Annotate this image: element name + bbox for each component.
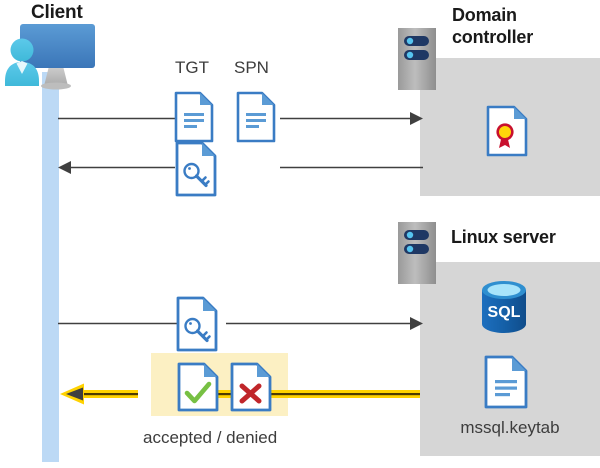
spn-label: SPN — [234, 58, 269, 77]
certificate-document-icon — [486, 105, 528, 157]
accepted-document-icon — [177, 362, 219, 412]
client-lifeline — [42, 72, 59, 462]
domain-controller-title-line1: Domain — [452, 5, 517, 25]
flow-arrow-client-to-linux — [58, 317, 423, 330]
sql-database-icon: SQL — [482, 281, 526, 333]
accepted-denied-caption: accepted / denied — [143, 428, 278, 447]
keytab-label: mssql.keytab — [460, 418, 560, 437]
service-ticket-key-document-icon — [176, 296, 218, 352]
domain-controller-title-line2: controller — [452, 27, 534, 47]
flow-arrow-client-to-dc — [58, 112, 423, 125]
spn-document-icon — [236, 91, 276, 143]
client-title: Client — [31, 2, 83, 23]
tgt-label: TGT — [175, 58, 209, 77]
client-icon — [5, 24, 95, 90]
server-rack-icon — [398, 28, 436, 90]
svg-text:SQL: SQL — [488, 304, 521, 321]
denied-document-icon — [230, 362, 272, 412]
server-rack-icon — [398, 222, 436, 284]
keytab-document-icon — [484, 355, 528, 409]
ticket-key-document-icon — [175, 141, 217, 197]
flow-arrow-dc-to-client — [58, 161, 423, 174]
flow-arrow-linux-to-client — [60, 383, 420, 405]
tgt-document-icon — [174, 91, 214, 143]
domain-controller-title: Domain controller — [452, 4, 533, 48]
linux-server-title: Linux server — [451, 227, 556, 247]
